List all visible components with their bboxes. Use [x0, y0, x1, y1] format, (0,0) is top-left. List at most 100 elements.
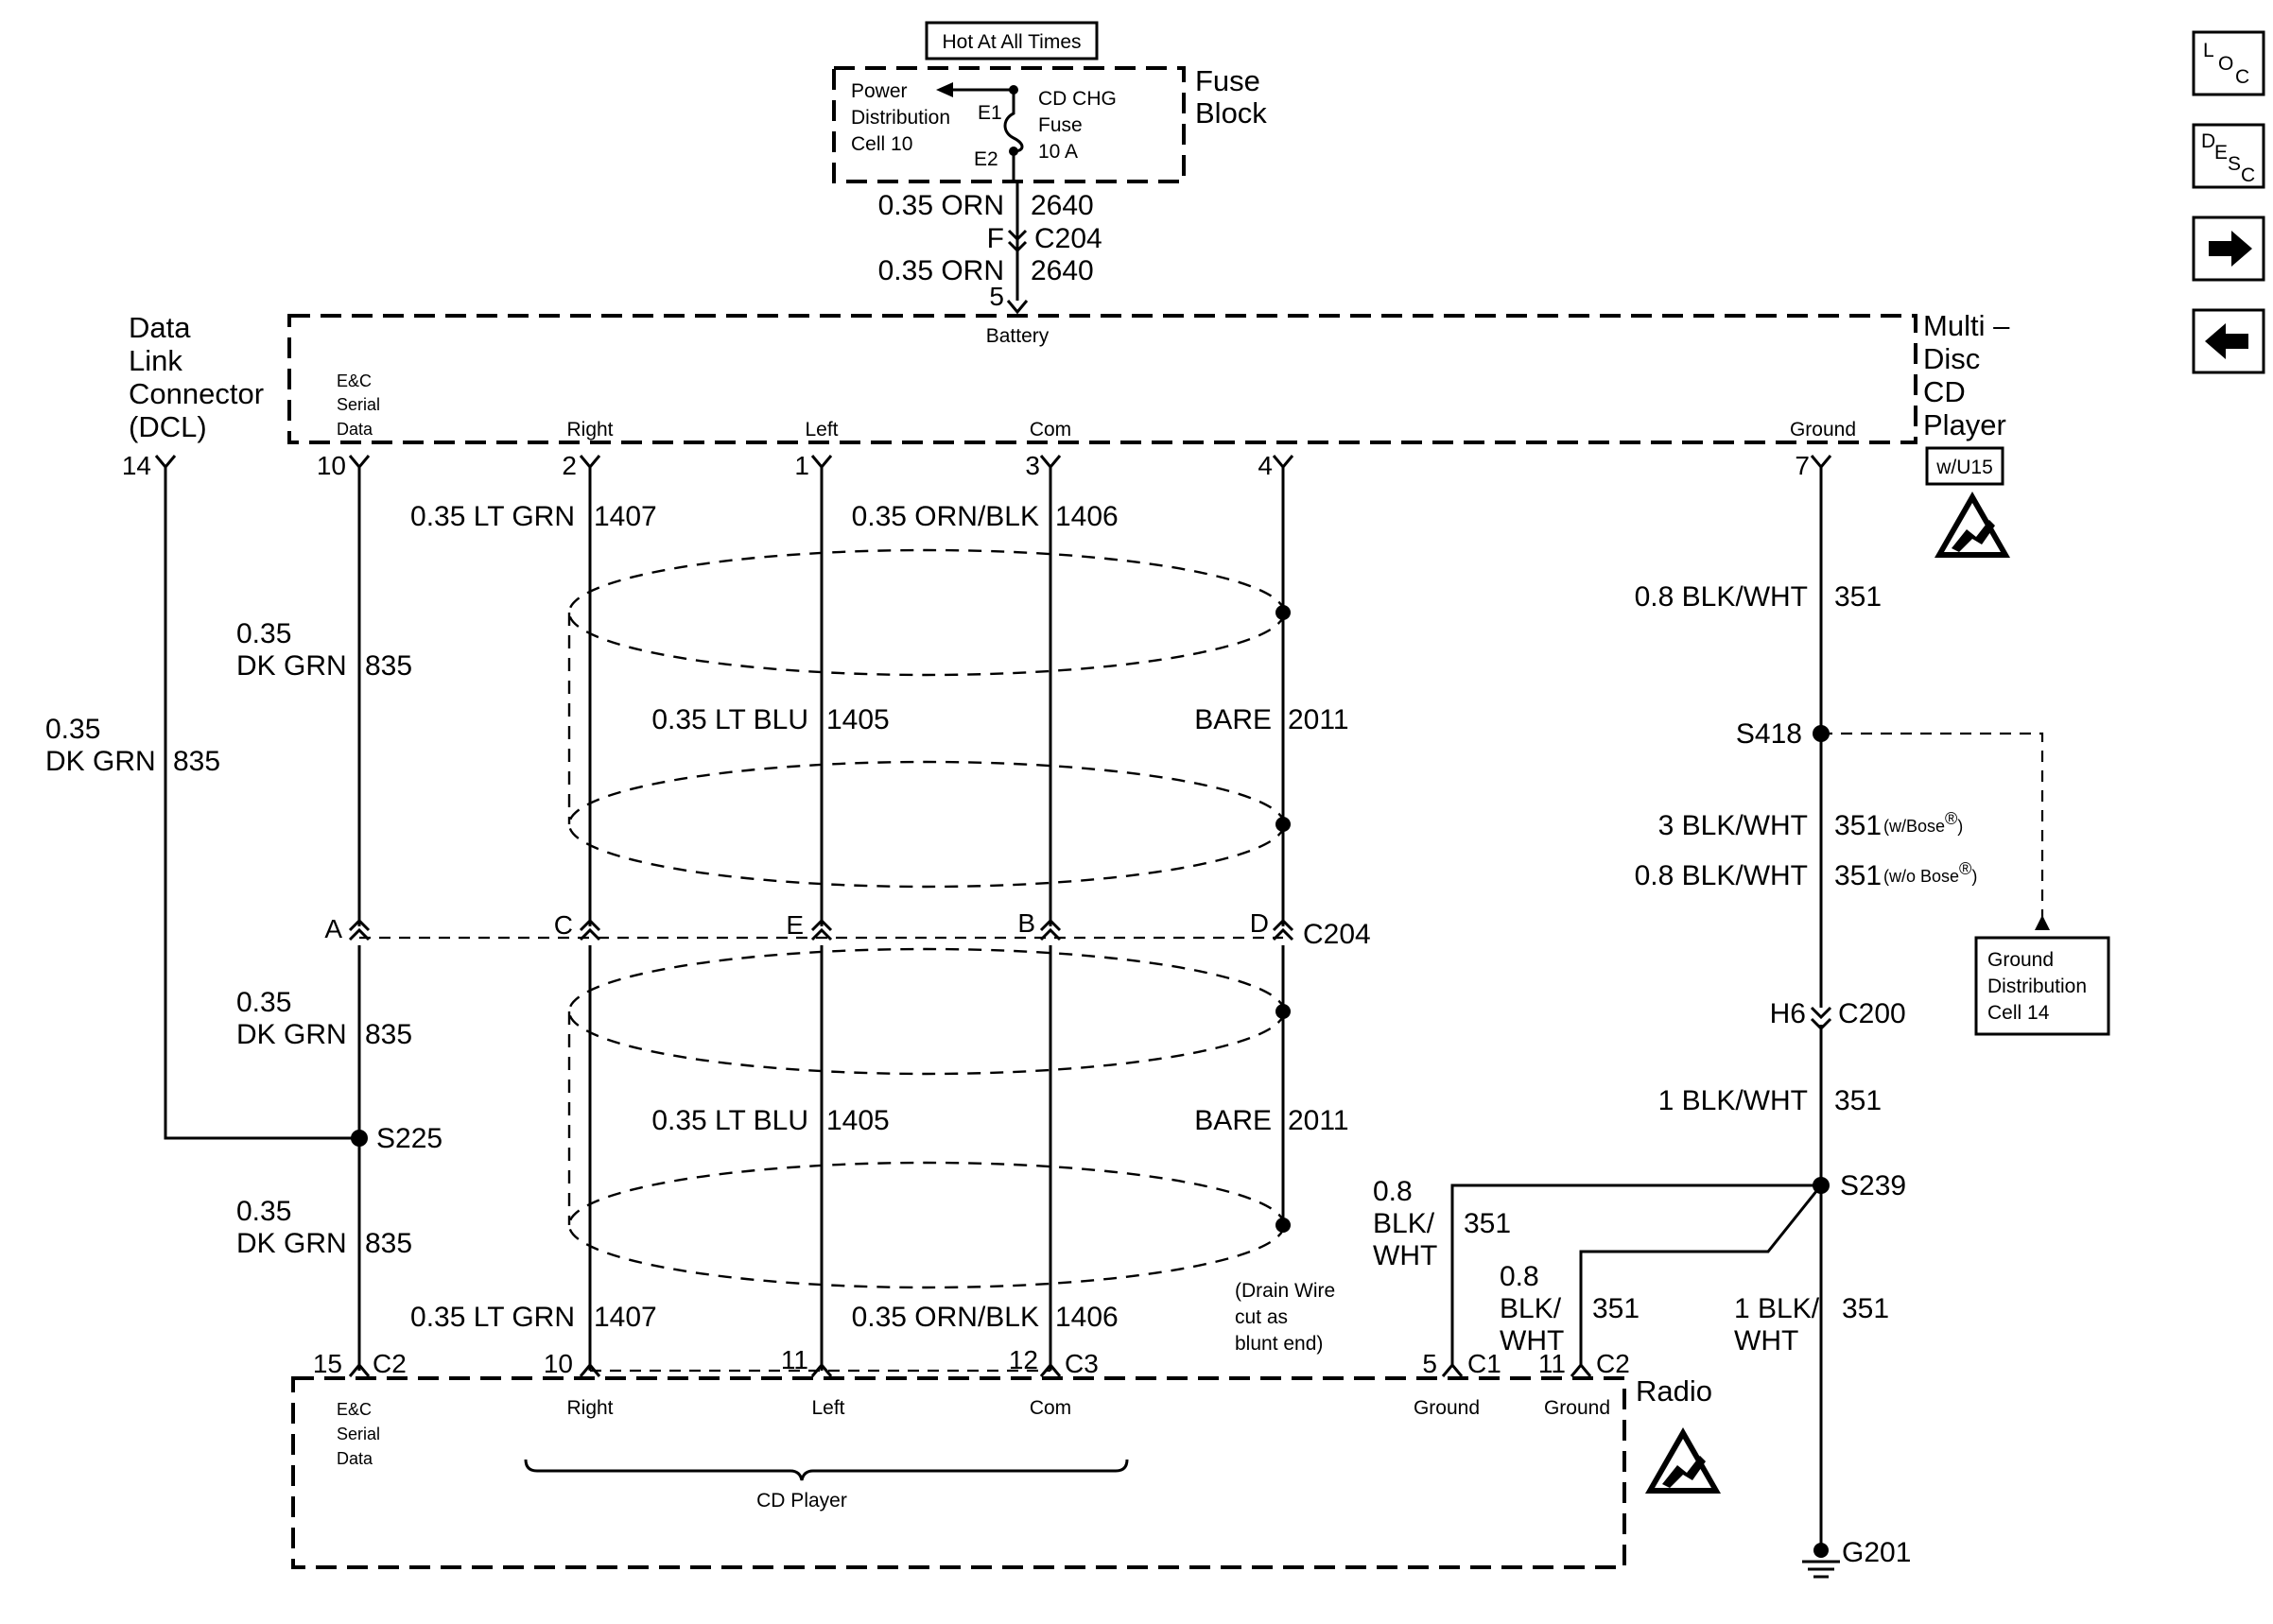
- radio-pin-11c2-label: Ground: [1544, 1397, 1610, 1419]
- s418-to-ground-dist: [1821, 732, 2044, 924]
- w1406-top-gauge: 0.35 ORN/BLK: [852, 501, 1039, 532]
- radio-pin-10-label: Right: [566, 1397, 613, 1419]
- desc-letter-e: E: [2214, 142, 2228, 164]
- shield-upper-top-ellipse: [567, 548, 1286, 677]
- top-terminals: [154, 455, 1832, 470]
- wire-835-dlc: [164, 467, 359, 1140]
- w351-c2-gauge-1: 0.8: [1500, 1261, 1539, 1292]
- radio-pin-11c2-conn: C2: [1596, 1349, 1630, 1378]
- fuse-name-3: 10 A: [1038, 141, 1078, 163]
- hot-at-all-times-box: [925, 21, 1099, 60]
- c204-f-name: C204: [1034, 223, 1102, 254]
- c204-f-pin: F: [987, 223, 1004, 254]
- ground-distribution-box: [1974, 936, 2110, 1036]
- location-button[interactable]: L O C: [2192, 30, 2265, 96]
- cd-player-title-4: Player: [1923, 408, 2006, 441]
- drain-node-3: [1275, 1004, 1291, 1019]
- drain-note-2: cut as: [1235, 1306, 1288, 1328]
- radio-pin-12-conn: C3: [1065, 1349, 1099, 1378]
- loc-letter-o: O: [2218, 53, 2233, 75]
- cd-player-title-2: Disc: [1923, 342, 1980, 375]
- cd-pin-3-terminal: [1039, 455, 1062, 470]
- w1407-top-gauge: 0.35 LT GRN: [410, 501, 575, 532]
- radio-pin-11-terminal: [810, 1362, 833, 1377]
- c204-pin-e-symbol: [810, 918, 833, 942]
- w1407-bot-circuit: 1407: [594, 1302, 657, 1333]
- w835-a-gauge-2: DK GRN: [236, 650, 347, 682]
- radio-pin-11-num: 11: [781, 1345, 808, 1374]
- data-link-connector: Data Link Connector (DCL) 14: [122, 311, 264, 480]
- fuse-block-outline: [832, 66, 1186, 183]
- wire-2640-circuit-2: 2640: [1031, 255, 1094, 286]
- w1405-top-circuit: 1405: [826, 704, 890, 735]
- ground-circuit: 0.8 BLK/WHT 351 S418 Ground Distribution…: [1373, 581, 2110, 1579]
- w2011-bot-gauge: BARE: [1194, 1105, 1272, 1136]
- cd-pin-2-num: 2: [562, 451, 577, 480]
- wire-2640-circuit-1: 2640: [1031, 190, 1094, 221]
- w351-bose-note: (w/Bose®): [1883, 809, 1963, 836]
- cd-player-title-3: CD: [1923, 375, 1966, 408]
- radio-pin-5-num: 5: [1422, 1349, 1437, 1378]
- w351-nobose-gauge: 0.8 BLK/WHT: [1635, 860, 1808, 891]
- s239-label: S239: [1840, 1170, 1906, 1201]
- desc-letter-d: D: [2201, 130, 2215, 152]
- cd-player-brace: [524, 1459, 1129, 1481]
- fuse-block-title-1: Fuse: [1195, 64, 1260, 97]
- cd-pin-3-label: Com: [1030, 419, 1071, 441]
- w835-b-gauge-2: DK GRN: [236, 1019, 347, 1050]
- w1407-bot-gauge: 0.35 LT GRN: [410, 1302, 575, 1333]
- c204-pin-c: C: [554, 910, 573, 940]
- cd-player-pin-5-label: Battery: [986, 325, 1050, 347]
- cd-pin-1-num: 1: [794, 451, 809, 480]
- fuse-block-title-2: Block: [1195, 96, 1267, 130]
- shield-lower-top-ellipse: [567, 947, 1286, 1076]
- description-button[interactable]: D E S C: [2192, 123, 2265, 189]
- w2011-bot-circuit: 2011: [1288, 1105, 1349, 1136]
- back-button[interactable]: [2192, 308, 2265, 374]
- w351-bose-gauge: 3 BLK/WHT: [1658, 810, 1808, 841]
- cd-pin-1-terminal: [810, 455, 833, 470]
- pdc-label-2: Distribution: [851, 107, 950, 129]
- w1406-bot-gauge: 0.35 ORN/BLK: [852, 1302, 1039, 1333]
- w351-c2-gauge-2: BLK/: [1500, 1293, 1562, 1324]
- cd-pin-10-label-1: E&C: [337, 371, 372, 390]
- w835-a-circuit: 835: [365, 650, 412, 682]
- cd-player-pin-5-terminal: [1006, 300, 1029, 315]
- w351-c1-gauge-1: 0.8: [1373, 1176, 1413, 1207]
- radio-pin-15-label-3: Data: [337, 1449, 373, 1468]
- c204-pin-a-symbol: [348, 918, 371, 942]
- cd-pin-1-label: Left: [805, 419, 838, 441]
- c204-pin-e: E: [786, 910, 804, 940]
- radio-pin-11c2-terminal: [1570, 1362, 1592, 1377]
- fuse-name-1: CD CHG: [1038, 88, 1117, 110]
- radio-pin-5-terminal: [1441, 1362, 1464, 1377]
- w351-c1-gauge-2: BLK/: [1373, 1208, 1435, 1239]
- c204-pin-b: B: [1017, 908, 1035, 938]
- radio-pin-11-label: Left: [811, 1397, 844, 1419]
- w835-c-circuit: 835: [365, 1228, 412, 1259]
- c200-connector-symbol: [1810, 1006, 1832, 1031]
- cd-player-component: Multi – Disc CD Player w/U15 E&C Serial …: [287, 309, 2010, 558]
- fuse-e1-label: E1: [978, 102, 1002, 124]
- w835-c-gauge-1: 0.35: [236, 1196, 291, 1227]
- cd-pin-3-num: 3: [1025, 451, 1040, 480]
- radio-pin-12-terminal: [1039, 1362, 1062, 1377]
- shield-lower: [567, 947, 1291, 1289]
- radio-pin-10-num: 10: [544, 1349, 573, 1378]
- cd-player-pin-5: 5: [989, 282, 1004, 311]
- cd-pin-4-terminal: [1272, 455, 1294, 470]
- cd-pin-10-num: 10: [317, 451, 346, 480]
- drain-node-4: [1275, 1218, 1291, 1233]
- radio-pin-15-label-2: Serial: [337, 1425, 380, 1443]
- fuse-block: Hot At All Times Fuse Block Power Distri…: [832, 21, 1267, 183]
- w1407-top-circuit: 1407: [594, 501, 657, 532]
- shield-upper: [567, 548, 1291, 889]
- forward-button[interactable]: [2192, 216, 2265, 282]
- radio-pin-12-label: Com: [1030, 1397, 1071, 1419]
- radio-pin-5-label: Ground: [1414, 1397, 1480, 1419]
- w1405-bot-circuit: 1405: [826, 1105, 890, 1136]
- hot-at-all-times-label: Hot At All Times: [942, 31, 1081, 53]
- c204-pin-d: D: [1250, 908, 1269, 938]
- w351-nobose-circuit: 351: [1834, 860, 1882, 891]
